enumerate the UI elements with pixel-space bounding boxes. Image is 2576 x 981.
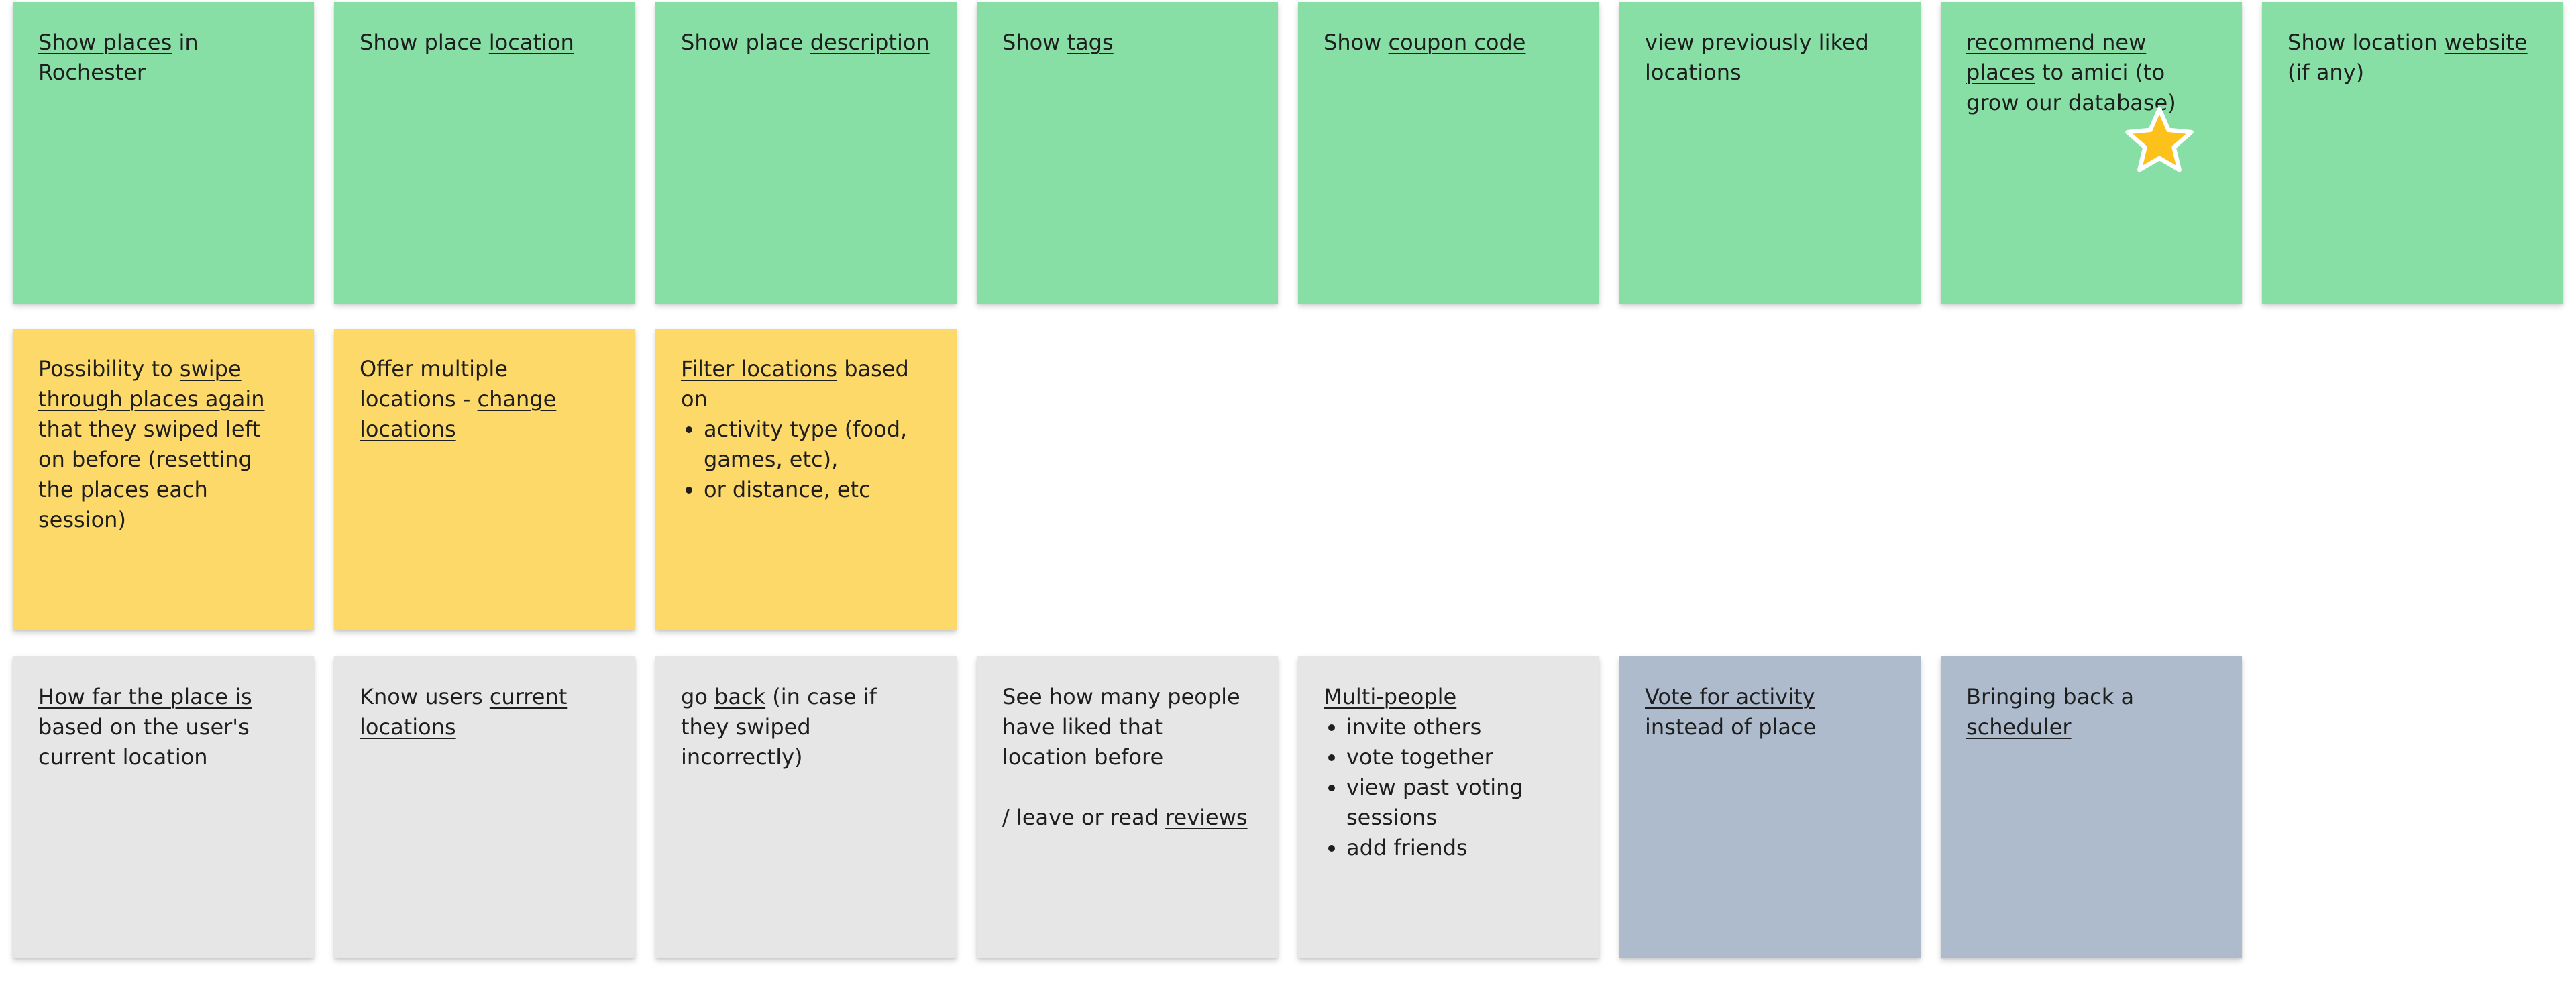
list-item: vote together [1346, 742, 1574, 772]
sticky-note-scheduler[interactable]: Bringing back a scheduler [1941, 656, 2242, 958]
note-text: based on [681, 356, 909, 412]
sticky-note-vote-activity[interactable]: Vote for activity instead of place [1619, 656, 1921, 958]
list-item: or distance, etc [704, 475, 931, 505]
line-gap [1002, 772, 1252, 803]
sticky-note-swipe-again[interactable]: Possibility to swipe through places agai… [13, 329, 314, 630]
note-text: to amici (to grow our database) [1966, 60, 2176, 115]
sticky-note-filter[interactable]: Filter locations based on activity type … [655, 329, 957, 630]
note-text: view previously liked locations [1645, 30, 1869, 85]
bullet-list: activity type (food, games, etc), or dis… [681, 414, 931, 505]
note-text: go [681, 684, 715, 709]
note-underlined-text: description [810, 30, 930, 55]
note-text: that they swiped left on before (resetti… [38, 416, 260, 532]
note-text: (in case if they swiped incorrectly) [681, 684, 877, 770]
note-text: Show location [2288, 30, 2445, 55]
note-text: based on the user's current location [38, 714, 250, 770]
sticky-note-go-back[interactable]: go back (in case if they swiped incorrec… [655, 656, 957, 958]
sticky-note-show-tags[interactable]: Show tags [977, 2, 1278, 304]
note-underlined-text: current locations [360, 684, 568, 740]
list-item: invite others [1346, 712, 1574, 742]
note-text: Show [1002, 30, 1067, 55]
sticky-note-show-places[interactable]: Show places in Rochester [13, 2, 314, 304]
note-text: Show [1324, 30, 1389, 55]
note-text: Show place [681, 30, 810, 55]
note-underlined-text: scheduler [1966, 714, 2072, 740]
note-underlined-text: Multi-people [1324, 684, 1457, 709]
note-underlined-text: tags [1067, 30, 1114, 55]
note-underlined-text: location [488, 30, 574, 55]
note-text: Offer multiple locations - [360, 356, 508, 412]
list-item: add friends [1346, 833, 1574, 863]
note-text: in Rochester [38, 30, 199, 85]
note-underlined-text: website [2444, 30, 2528, 55]
sticky-note-multi-people[interactable]: Multi-people invite others vote together… [1298, 656, 1599, 958]
sticky-note-know-users[interactable]: Know users current locations [334, 656, 635, 958]
note-text: Bringing back a [1966, 684, 2135, 709]
note-underlined-text: How far the place is [38, 684, 252, 709]
note-text: See how many people have liked that loca… [1002, 684, 1240, 770]
note-underlined-text: recommend new places [1966, 30, 2147, 85]
note-text: Know users [360, 684, 490, 709]
sticky-note-show-coupon[interactable]: Show coupon code [1298, 2, 1599, 304]
note-underlined-text: back [714, 684, 766, 709]
note-text: Show place [360, 30, 489, 55]
star-icon[interactable] [2123, 105, 2196, 177]
note-text: (if any) [2288, 60, 2365, 85]
sticky-note-recommend[interactable]: recommend new places to amici (to grow o… [1941, 2, 2242, 304]
note-underlined-text: Filter locations [681, 356, 838, 382]
bullet-list: invite others vote together view past vo… [1324, 712, 1574, 863]
sticky-note-view-liked[interactable]: view previously liked locations [1619, 2, 1921, 304]
note-underlined-text: reviews [1165, 805, 1248, 830]
sticky-note-show-location[interactable]: Show place location [334, 2, 635, 304]
sticky-note-how-far[interactable]: How far the place is based on the user's… [13, 656, 314, 958]
list-item: activity type (food, games, etc), [704, 414, 931, 475]
sticky-note-website[interactable]: Show location website (if any) [2262, 2, 2563, 304]
sticky-note-multiple-locations[interactable]: Offer multiple locations - change locati… [334, 329, 635, 630]
sticky-note-show-description[interactable]: Show place description [655, 2, 957, 304]
note-underlined-text: coupon code [1388, 30, 1526, 55]
note-underlined-text: Show places [38, 30, 172, 55]
sticky-note-see-liked[interactable]: See how many people have liked that loca… [977, 656, 1278, 958]
list-item: view past voting sessions [1346, 772, 1574, 833]
note-text: Possibility to [38, 356, 180, 382]
note-underlined-text: change locations [360, 386, 557, 442]
note-text: / leave or read [1002, 805, 1166, 830]
note-underlined-text: swipe through places again [38, 356, 265, 412]
note-text: instead of place [1645, 714, 1817, 740]
note-underlined-text: Vote for activity [1645, 684, 1815, 709]
